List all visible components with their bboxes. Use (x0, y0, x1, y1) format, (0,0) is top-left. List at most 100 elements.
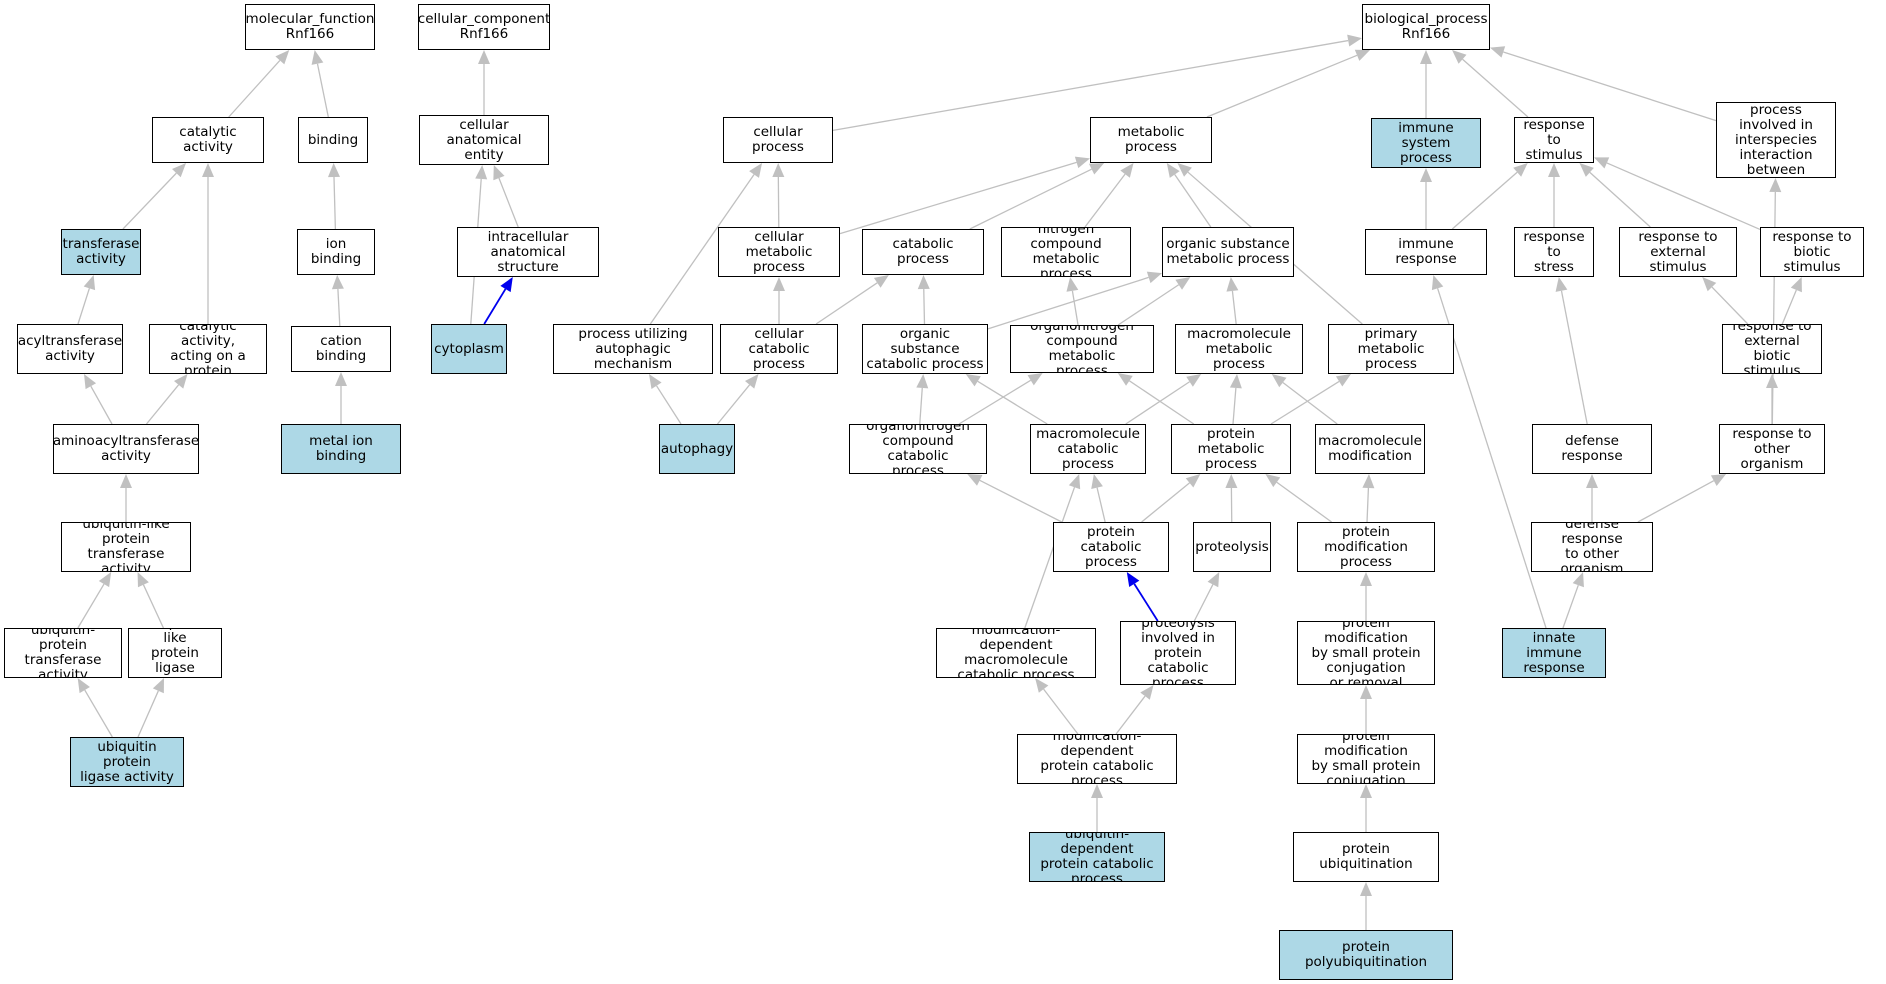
arrowhead-protcat-to-protmet (1185, 474, 1201, 488)
go-term-cyto[interactable]: cytoplasm (431, 324, 507, 374)
go-term-ubllig[interactable]: ubiquitin-like protein ligase activity (128, 628, 222, 678)
go-term-protmod[interactable]: protein modification process (1297, 522, 1435, 572)
go-term-ias[interactable]: intracellular anatomical structure (457, 227, 599, 277)
go-term-binding[interactable]: binding (298, 117, 368, 163)
go-term-resp[interactable]: response to stimulus (1514, 117, 1594, 163)
go-term-rbio[interactable]: response to biotic stimulus (1760, 227, 1864, 277)
arrowhead-proteolcat-to-protcat (1126, 572, 1140, 588)
go-term-transf[interactable]: transferase activity (61, 229, 141, 275)
go-term-label: organonitrogen compound catabolic proces… (866, 424, 970, 474)
go-term-proteol[interactable]: proteolysis (1193, 522, 1271, 572)
go-term-label: cytoplasm (434, 340, 504, 357)
edge-moddepprot-to-moddepmac (1043, 688, 1079, 735)
go-term-rextbio[interactable]: response to external biotic stimulus (1722, 324, 1822, 374)
go-term-bpinter[interactable]: biological process involved in interspec… (1716, 102, 1836, 178)
go-term-label: cellular_component Rnf166 (418, 11, 550, 42)
go-term-catprot[interactable]: catalytic activity, acting on a protein (149, 324, 267, 374)
arrowhead-ubltrans-to-aminoacyl (120, 474, 132, 488)
go-term-maccat[interactable]: macromolecule catabolic process (1030, 424, 1146, 474)
go-term-metproc[interactable]: metabolic process (1090, 117, 1212, 163)
edge-aminoacyl-to-acyl (90, 385, 113, 425)
arrowhead-macmet-to-orgsub (1226, 277, 1239, 292)
go-term-polyubiq[interactable]: protein polyubiquitination (1279, 930, 1453, 980)
go-term-cation[interactable]: cation binding (291, 326, 391, 372)
arrowhead-protmod-to-macmod (1362, 474, 1375, 489)
go-term-nitro[interactable]: nitrogen compound metabolic process (1001, 227, 1131, 277)
go-term-protmodsmall[interactable]: protein modification by small protein co… (1297, 621, 1435, 685)
edge-aminoacyl-to-catprot (145, 384, 180, 425)
go-term-label: macromolecule modification (1318, 433, 1422, 464)
go-term-rstress[interactable]: response to stress (1514, 227, 1594, 277)
go-term-label: cellular metabolic process (745, 228, 813, 275)
arrowhead-moddepmac-to-maccat (1068, 474, 1081, 490)
go-term-proteolcat[interactable]: proteolysis involved in protein cataboli… (1120, 621, 1236, 685)
go-term-label: nitrogen compound metabolic process (1030, 227, 1102, 277)
go-term-protcat[interactable]: protein catabolic process (1053, 522, 1169, 572)
arrowhead-ubprottrans-to-ubltrans (98, 572, 112, 588)
go-term-ubplig[interactable]: ubiquitin protein ligase activity (70, 737, 184, 787)
go-term-ubltrans[interactable]: ubiquitin-like protein transferase activ… (61, 522, 191, 572)
arrowhead-protmet-to-primet (1335, 374, 1351, 387)
go-term-label: protein ubiquitination (1319, 841, 1413, 872)
go-term-innate[interactable]: innate immune response (1502, 628, 1606, 678)
go-term-label: cellular anatomical entity (446, 116, 522, 163)
go-term-ionb[interactable]: ion binding (297, 229, 375, 275)
arrowhead-orgnitro-to-orgsub (1175, 277, 1191, 290)
go-term-primet[interactable]: primary metabolic process (1328, 324, 1454, 374)
go-term-ubdep[interactable]: ubiquitin-dependent protein catabolic pr… (1029, 832, 1165, 882)
go-term-catab[interactable]: catabolic process (862, 229, 984, 275)
edge-ubllig-to-ubltrans (142, 584, 165, 629)
go-term-cellproc[interactable]: cellular process (723, 117, 833, 163)
go-term-label: innate immune response (1523, 629, 1585, 676)
go-term-label: aminoacyltransferase activity (53, 433, 199, 464)
edge-cation-to-ionb (337, 288, 341, 327)
go-term-cae[interactable]: cellular anatomical entity (419, 115, 549, 165)
go-term-cellcat[interactable]: cellular catabolic process (720, 324, 838, 374)
arrowhead-orgnitrocat-to-orgnitro (1027, 373, 1043, 386)
go-term-orgcat[interactable]: organic substance catabolic process (862, 324, 988, 374)
go-term-protmet[interactable]: protein metabolic process (1171, 424, 1291, 474)
edge-resp-to-bp (1462, 58, 1529, 118)
go-term-rother[interactable]: response to other organism (1719, 424, 1825, 474)
arrowhead-rother-to-bpinter (1769, 178, 1782, 193)
arrowhead-orgsub-to-metproc (1166, 163, 1180, 178)
go-term-autophagy[interactable]: autophagy (659, 424, 735, 474)
go-term-defother[interactable]: defense response to other organism (1531, 522, 1653, 572)
arrowhead-immresp-to-immsys (1420, 168, 1432, 182)
go-term-protubiq[interactable]: protein ubiquitination (1293, 832, 1439, 882)
go-term-label: ubiquitin-protein transferase activity (24, 628, 102, 678)
go-term-orgnitro[interactable]: organonitrogen compound metabolic proces… (1010, 325, 1154, 373)
edge-orgnitrocat-to-orgnitro (958, 379, 1032, 425)
go-term-ubprottrans[interactable]: ubiquitin-protein transferase activity (4, 628, 122, 678)
edge-moddepmac-to-maccat (1024, 486, 1076, 629)
go-term-autmech[interactable]: process utilizing autophagic mechanism (553, 324, 713, 374)
edge-proteolcat-to-proteol (1193, 584, 1214, 622)
go-term-orgnitrocat[interactable]: organonitrogen compound catabolic proces… (849, 424, 987, 474)
go-term-mf[interactable]: molecular_function Rnf166 (245, 4, 375, 50)
edge-protcat-to-maccat (1096, 487, 1106, 523)
go-term-defresp[interactable]: defense response (1532, 424, 1652, 474)
go-term-label: cation binding (315, 333, 367, 364)
go-term-acyl[interactable]: acyltransferase activity (17, 324, 123, 374)
go-term-macmod[interactable]: macromolecule modification (1315, 424, 1425, 474)
go-term-label: macromolecule catabolic process (1036, 425, 1140, 472)
arrowhead-cellcat-to-cellmet (773, 277, 785, 291)
go-term-label: binding (307, 131, 359, 148)
go-term-protmodconj[interactable]: protein modification by small protein co… (1297, 734, 1435, 784)
arrowhead-cyto-to-cae (475, 165, 488, 180)
go-term-cellmet[interactable]: cellular metabolic process (718, 227, 840, 277)
go-term-cc[interactable]: cellular_component Rnf166 (418, 4, 550, 50)
go-term-moddepmac[interactable]: modification-dependent macromolecule cat… (936, 628, 1096, 678)
go-term-bp[interactable]: biological_process Rnf166 (1362, 4, 1490, 50)
go-term-catact[interactable]: catalytic activity (152, 117, 264, 163)
arrowhead-rother-to-rextbio (1766, 374, 1778, 388)
go-term-immresp[interactable]: immune response (1365, 229, 1487, 275)
arrowhead-autmech-to-cellproc (749, 163, 763, 178)
go-term-metalion[interactable]: metal ion binding (281, 424, 401, 474)
go-term-immsys[interactable]: immune system process (1371, 118, 1481, 168)
go-term-aminoacyl[interactable]: aminoacyltransferase activity (53, 424, 199, 474)
go-term-rext[interactable]: response to external stimulus (1619, 227, 1737, 277)
go-term-orgsub[interactable]: organic substance metabolic process (1162, 227, 1294, 277)
go-term-moddepprot[interactable]: modification-dependent protein catabolic… (1017, 734, 1177, 784)
go-term-macmet[interactable]: macromolecule metabolic process (1175, 324, 1303, 374)
